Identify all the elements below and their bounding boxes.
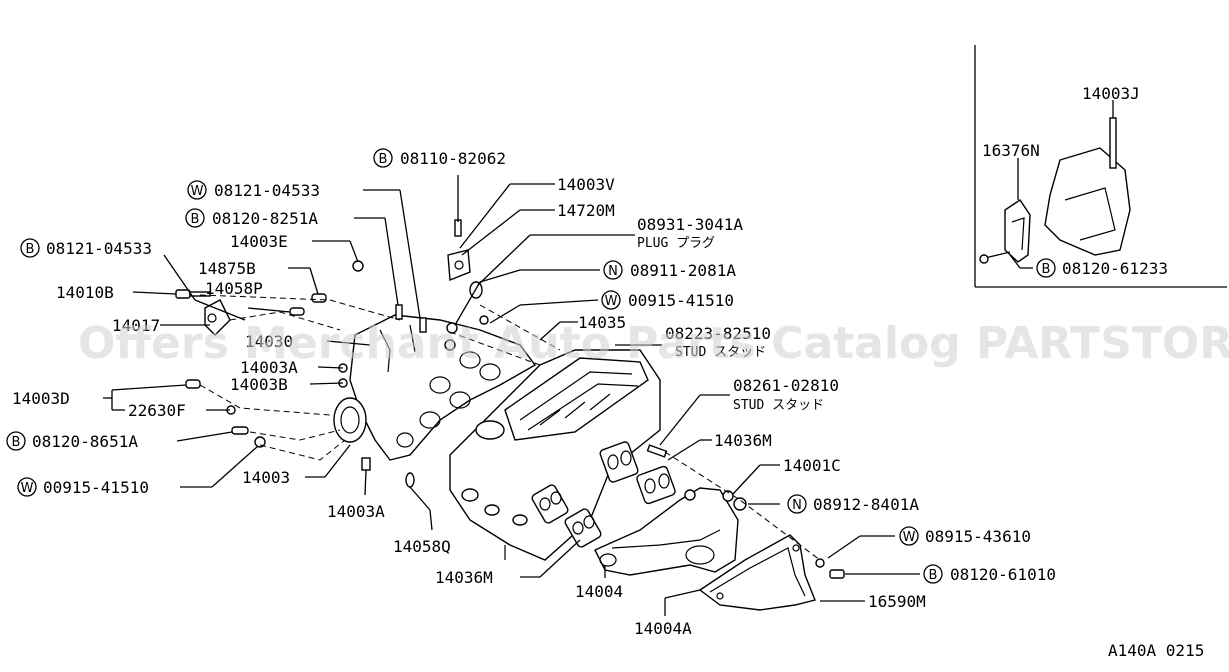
part-label: 14003A: [327, 502, 385, 521]
part-label: 08120-8251A: [212, 209, 318, 228]
part-label: 00915-41510: [628, 291, 734, 310]
svg-text:B: B: [379, 152, 388, 167]
part-label: 22630F: [128, 401, 186, 420]
marker-w: W: [899, 526, 919, 546]
marker-b: B: [20, 238, 40, 258]
part-label: STUD スタッド: [675, 345, 766, 360]
svg-text:W: W: [903, 530, 916, 545]
cylinder-head-drawing: [449, 349, 661, 561]
part-label: 16590M: [868, 592, 926, 611]
svg-text:W: W: [605, 294, 618, 309]
part-label: 14003J: [1082, 84, 1140, 103]
part-label: 14058Q: [393, 537, 451, 556]
part-label: 14035: [578, 313, 626, 332]
part-label: STUD スタッド: [733, 398, 824, 413]
part-label: PLUG プラグ: [637, 236, 715, 251]
part-label: 08915-43610: [925, 527, 1031, 546]
svg-text:B: B: [12, 435, 21, 450]
diagram-code: A140A 0215: [1108, 641, 1204, 660]
marker-b: B: [373, 148, 393, 168]
marker-w: W: [187, 180, 207, 200]
svg-text:B: B: [929, 568, 938, 583]
marker-n: N: [603, 260, 623, 280]
exhaust-gasket-drawing: [599, 441, 676, 505]
svg-text:B: B: [191, 212, 200, 227]
part-label: 14875B: [198, 259, 256, 278]
watermark: Offers Merchant Auto Parts Catalog PARTS…: [78, 318, 1229, 369]
part-label: 08931-3041A: [637, 215, 743, 234]
part-label: 14003E: [230, 232, 288, 251]
exhaust-manifold-drawing: [594, 487, 739, 576]
part-label: 08121-04533: [46, 239, 152, 258]
svg-text:W: W: [21, 481, 34, 496]
part-label: 08120-61233: [1062, 259, 1168, 278]
part-label: 14030: [245, 332, 293, 351]
svg-text:B: B: [1042, 262, 1051, 277]
dashed-guides: [199, 294, 821, 561]
part-label: 14036M: [714, 431, 772, 450]
part-label: 08223-82510: [665, 324, 771, 343]
part-label: 14017: [112, 316, 160, 335]
marker-b: B: [1036, 258, 1056, 278]
marker-w: W: [17, 477, 37, 497]
part-label: 08912-8401A: [813, 495, 919, 514]
part-label: 16376N: [982, 141, 1040, 160]
heat-shield-drawing: [698, 534, 816, 611]
marker-n: N: [787, 494, 807, 514]
part-label: 00915-41510: [43, 478, 149, 497]
part-label: 08110-82062: [400, 149, 506, 168]
part-label: 14001C: [783, 456, 841, 475]
part-label: 14003D: [12, 389, 70, 408]
part-label: 08121-04533: [214, 181, 320, 200]
marker-b: B: [185, 208, 205, 228]
part-label: 14036M: [435, 568, 493, 587]
inset-frame: [974, 45, 1227, 288]
part-label: 08120-61010: [950, 565, 1056, 584]
part-label: 08120-8651A: [32, 432, 138, 451]
part-label: 14003V: [557, 175, 615, 194]
marker-b: B: [923, 564, 943, 584]
leader-lines: [103, 100, 1114, 616]
part-label: 14003B: [230, 375, 288, 394]
part-label: 14010B: [56, 283, 114, 302]
marker-b: B: [6, 431, 26, 451]
marker-w: W: [601, 290, 621, 310]
intake-manifold-drawing: [333, 314, 537, 461]
svg-text:N: N: [608, 264, 618, 279]
part-label: 14004A: [634, 619, 692, 638]
part-label: 14058P: [205, 279, 263, 298]
svg-text:B: B: [26, 242, 35, 257]
part-label: 14720M: [557, 201, 615, 220]
part-label: 08261-02810: [733, 376, 839, 395]
part-label: 14003A: [240, 358, 298, 377]
svg-text:W: W: [191, 184, 204, 199]
svg-text:N: N: [792, 498, 802, 513]
part-label: 08911-2081A: [630, 261, 736, 280]
inset-bracket-drawing: [979, 117, 1131, 264]
part-label: 14003: [242, 468, 290, 487]
part-label: 14004: [575, 582, 623, 601]
